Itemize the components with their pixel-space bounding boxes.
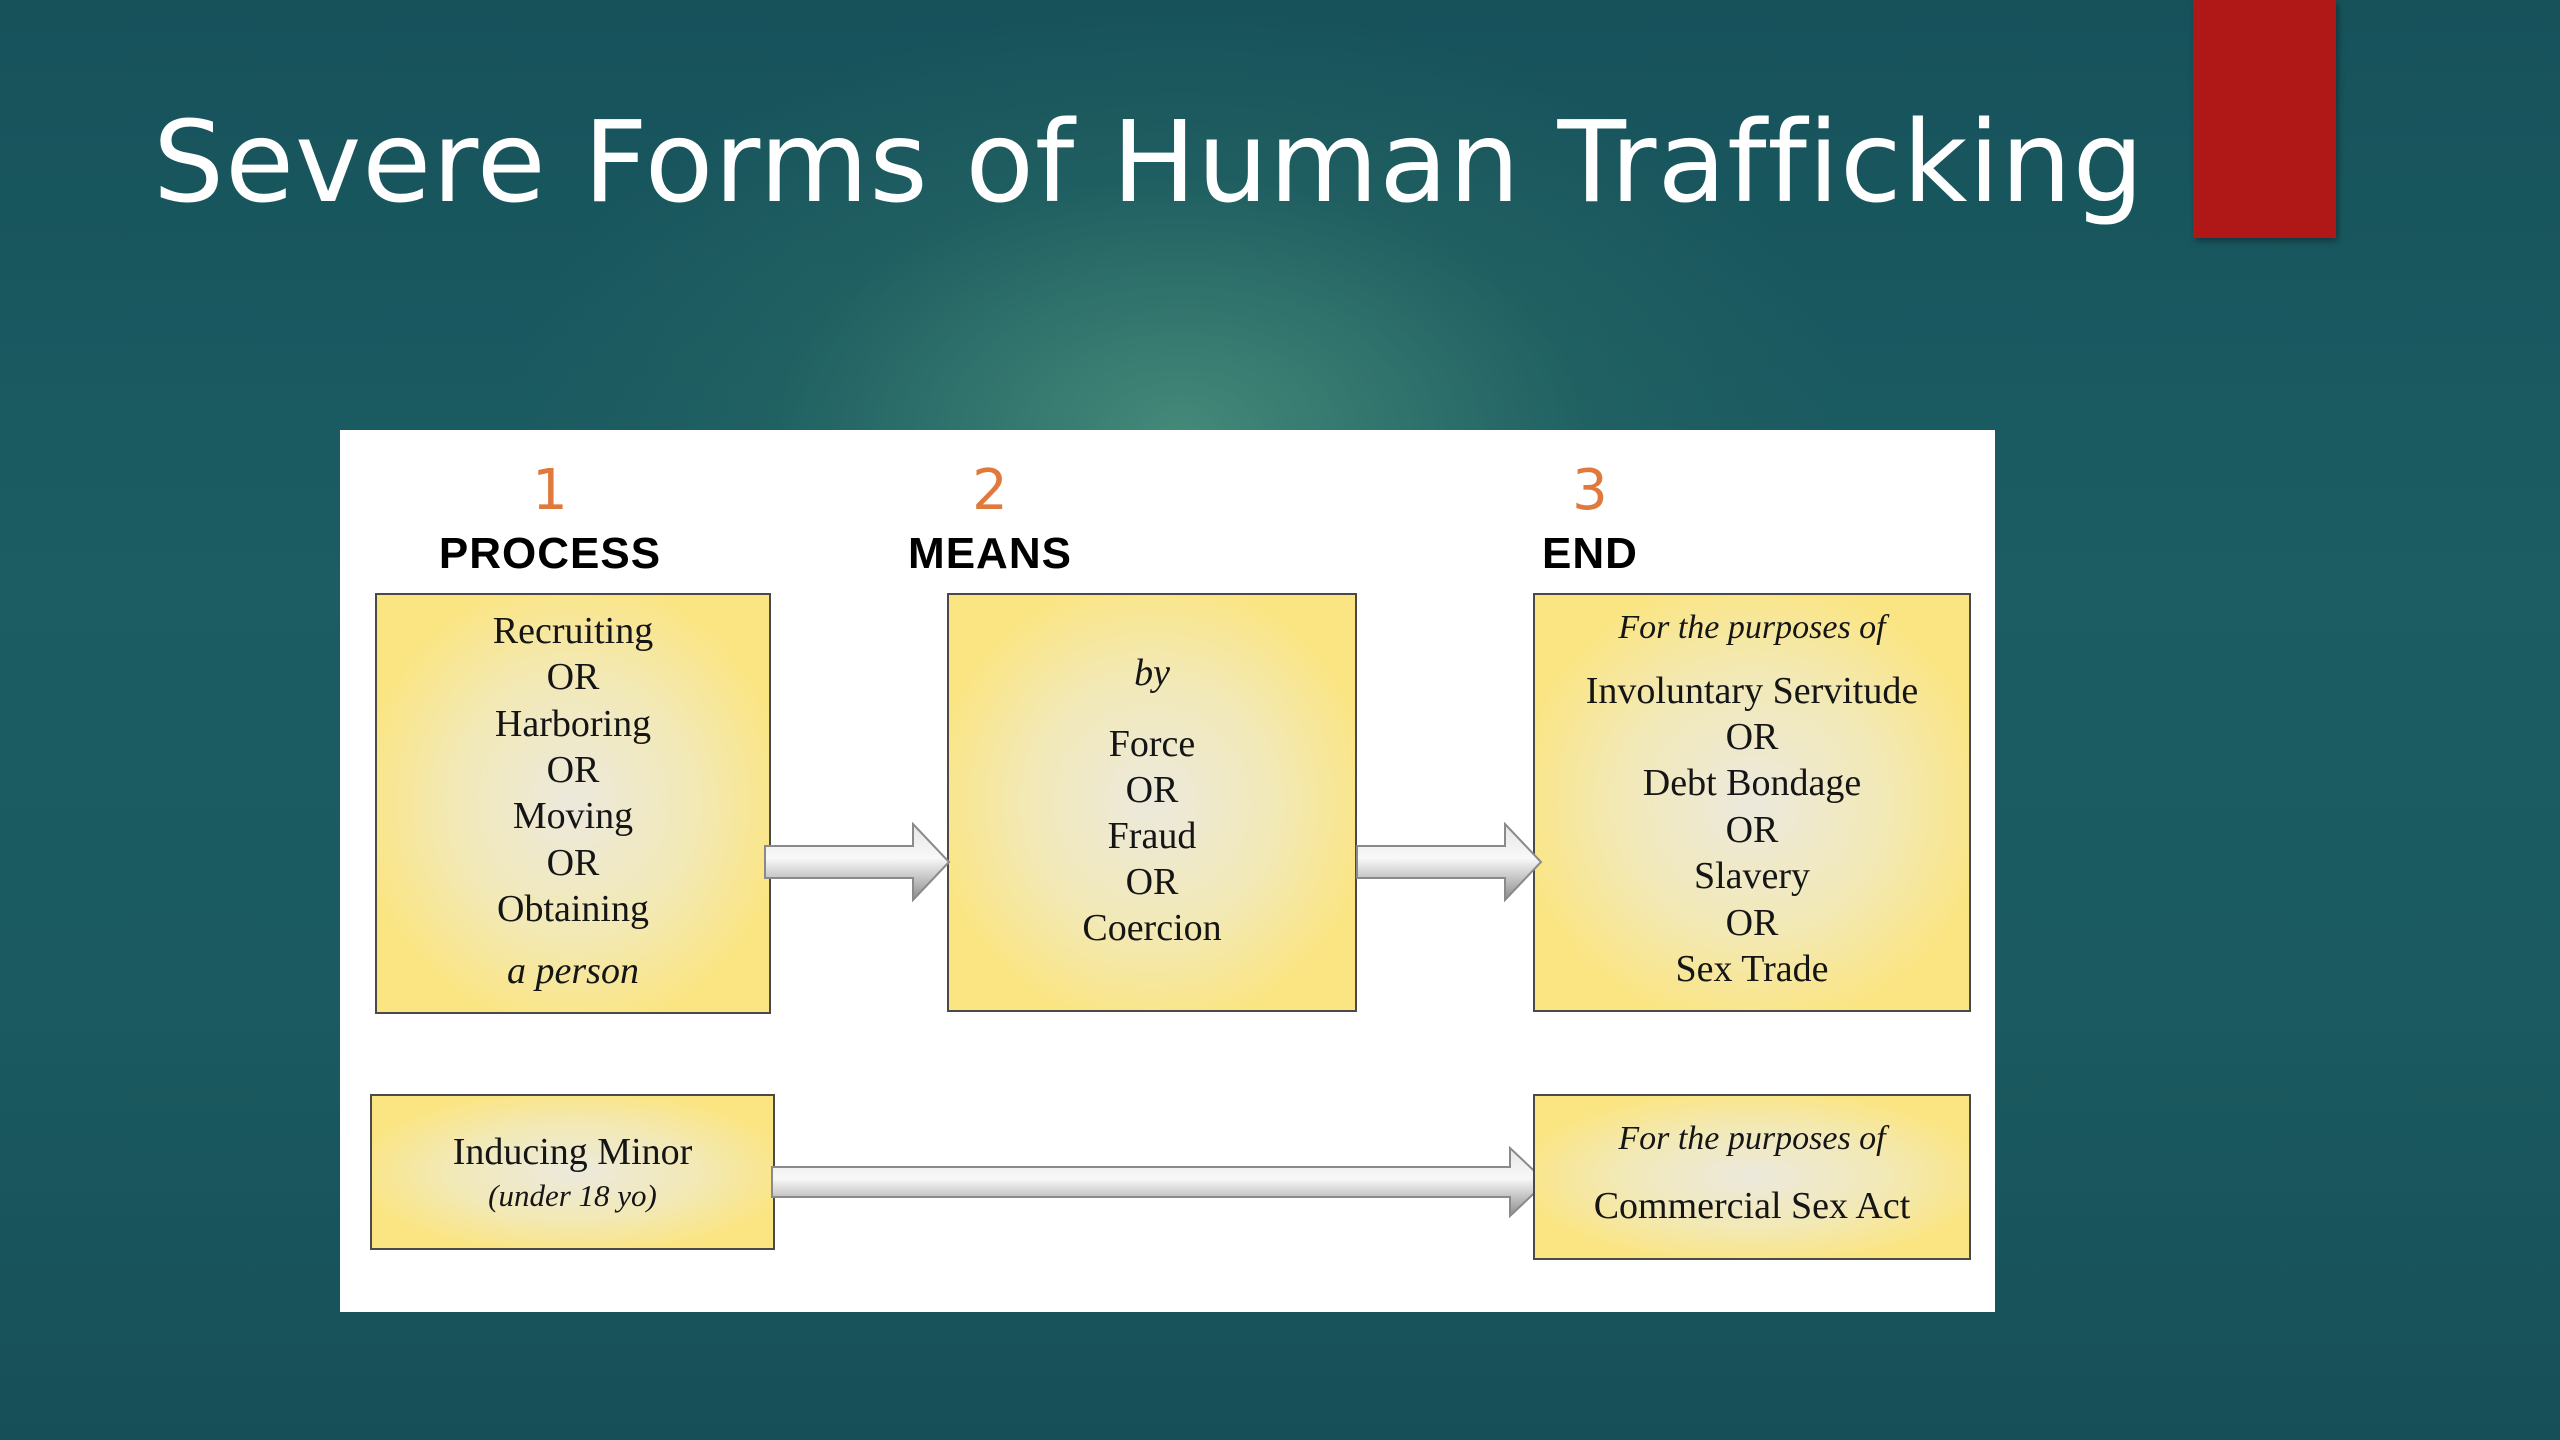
stage-2-heading: MEANS bbox=[908, 529, 1072, 578]
process-or: OR bbox=[546, 842, 600, 884]
stage-3-heading: END bbox=[1542, 529, 1638, 578]
end-item: Debt Bondage bbox=[1642, 762, 1862, 804]
means-or: OR bbox=[1125, 861, 1179, 903]
means-item: Force bbox=[1108, 723, 1196, 765]
means-or: OR bbox=[1125, 769, 1179, 811]
end-intro: For the purposes of bbox=[1618, 609, 1886, 646]
slide-title: Severe Forms of Human Trafficking bbox=[153, 98, 2145, 228]
process-to-means-arrow bbox=[764, 822, 951, 902]
inducing-minor-label: Inducing Minor bbox=[452, 1131, 693, 1173]
end-or: OR bbox=[1725, 809, 1779, 851]
minor-to-commercial-arrow bbox=[771, 1146, 1548, 1218]
accent-bar bbox=[2193, 0, 2336, 238]
stage-1-number: 1 bbox=[532, 458, 568, 523]
process-item: Obtaining bbox=[497, 888, 649, 930]
inducing-minor-note: (under 18 yo) bbox=[488, 1178, 657, 1213]
commercial-sex-act-box: For the purposes of Commercial Sex Act bbox=[1533, 1094, 1971, 1260]
process-footer: a person bbox=[507, 950, 639, 992]
process-or: OR bbox=[546, 656, 600, 698]
process-item: Recruiting bbox=[492, 610, 654, 652]
means-intro: by bbox=[1134, 652, 1170, 694]
stage-3-number: 3 bbox=[1572, 458, 1608, 523]
means-box: by Force OR Fraud OR Coercion bbox=[947, 593, 1357, 1012]
end-or: OR bbox=[1725, 716, 1779, 758]
process-item: Harboring bbox=[494, 703, 652, 745]
commercial-intro: For the purposes of bbox=[1618, 1120, 1886, 1157]
process-box: Recruiting OR Harboring OR Moving OR Obt… bbox=[375, 593, 771, 1014]
means-to-end-arrow bbox=[1356, 822, 1543, 902]
trafficking-diagram: 1 PROCESS Recruiting OR Harboring OR Mov… bbox=[340, 430, 1995, 1312]
stage-2-number: 2 bbox=[972, 458, 1008, 523]
process-item: Moving bbox=[512, 795, 634, 837]
end-item: Slavery bbox=[1693, 855, 1811, 897]
inducing-minor-box: Inducing Minor (under 18 yo) bbox=[370, 1094, 775, 1250]
means-item: Coercion bbox=[1082, 907, 1222, 949]
end-box: For the purposes of Involuntary Servitud… bbox=[1533, 593, 1971, 1012]
means-item: Fraud bbox=[1107, 815, 1197, 857]
stage-1-heading: PROCESS bbox=[438, 529, 662, 578]
end-or: OR bbox=[1725, 902, 1779, 944]
end-item: Involuntary Servitude bbox=[1585, 670, 1919, 712]
process-or: OR bbox=[546, 749, 600, 791]
commercial-label: Commercial Sex Act bbox=[1593, 1185, 1911, 1227]
end-item: Sex Trade bbox=[1675, 948, 1829, 990]
